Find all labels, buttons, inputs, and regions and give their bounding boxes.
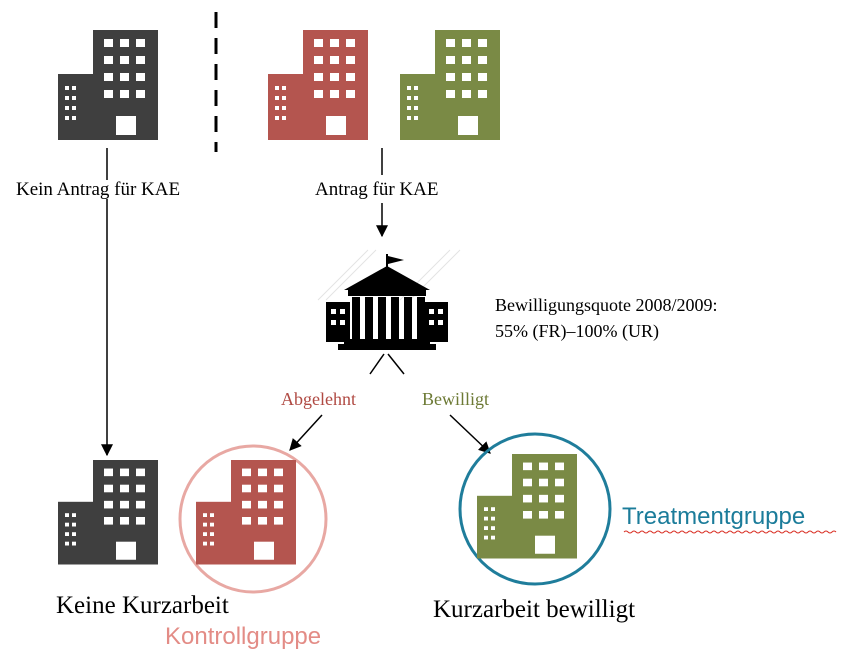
government-building-icon xyxy=(317,249,461,350)
office-building-icon xyxy=(58,460,158,565)
label-control-group: Kontrollgruppe xyxy=(165,623,322,650)
split-line-left xyxy=(369,353,385,375)
label-treatment-group: Treatmentgruppe xyxy=(622,503,806,530)
arrow-rejected xyxy=(289,414,323,451)
label-approval-rate-line2: 55% (FR)–100% (UR) xyxy=(495,321,659,341)
arrow-approved xyxy=(449,414,491,454)
spellcheck-underline xyxy=(623,530,837,534)
office-building-icon xyxy=(196,460,296,565)
label-approved: Bewilligt xyxy=(422,389,489,409)
split-line-right xyxy=(387,353,405,375)
office-building-icon xyxy=(477,454,577,559)
office-building-icon xyxy=(268,30,368,140)
label-no-short-time-work: Keine Kurzarbeit xyxy=(56,592,229,619)
label-short-time-work-approved: Kurzarbeit bewilligt xyxy=(433,596,636,623)
office-building-icon xyxy=(58,30,158,140)
treatment-group-circle xyxy=(458,432,612,586)
office-building-icon xyxy=(400,30,500,140)
label-application: Antrag für KAE xyxy=(313,179,441,200)
control-group-circle xyxy=(178,444,328,594)
label-rejected: Abgelehnt xyxy=(281,389,356,409)
label-approval-rate-line1: Bewilligungsquote 2008/2009: xyxy=(495,295,718,315)
label-no-application: Kein Antrag für KAE xyxy=(14,179,183,200)
